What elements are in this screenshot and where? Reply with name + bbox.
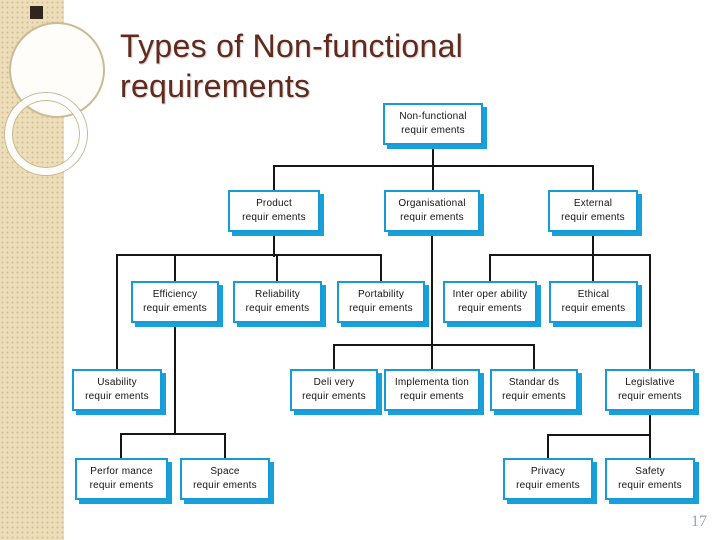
connector-line <box>489 254 651 256</box>
node-label-line: requir ements <box>502 391 566 402</box>
node-label-line: Legislative <box>625 377 675 388</box>
connector-line <box>120 433 226 435</box>
node-space: Space requir ements <box>180 458 270 500</box>
node-label-line: requir ements <box>516 480 580 491</box>
connector-line <box>547 434 651 436</box>
node-label-line: requir ements <box>400 391 464 402</box>
node-label-line: Portability <box>357 289 405 300</box>
connector-line <box>533 344 535 369</box>
node-label-line: Inter oper ability <box>452 289 528 300</box>
node-label-line: requir ements <box>302 391 366 402</box>
connector-line <box>592 232 594 256</box>
node-label-line: Standar ds <box>508 377 560 388</box>
node-label-line: Privacy <box>530 466 566 477</box>
slide-title-line-1: Types of Non-functional <box>120 28 464 64</box>
connector-line <box>333 344 535 346</box>
node-portability: Portability requir ements <box>337 281 425 323</box>
node-reliability: Reliability requir ements <box>233 281 322 323</box>
connector-line <box>547 434 549 458</box>
node-safety: Safety requir ements <box>605 458 695 500</box>
node-label-line: requir ements <box>193 480 257 491</box>
node-product: Product requir ements <box>228 190 320 232</box>
node-label-line: Non-functional <box>399 111 467 122</box>
node-label-line: requir ements <box>561 303 626 314</box>
node-label-line: requir ements <box>618 391 682 402</box>
connector-line <box>224 433 226 458</box>
connector-line <box>380 254 382 281</box>
connector-line <box>116 254 382 256</box>
connector-line <box>649 434 651 458</box>
connector-line <box>432 145 434 168</box>
connector-line <box>273 165 275 190</box>
connector-line <box>649 254 651 369</box>
node-usability: Usability requir ements <box>72 369 162 411</box>
node-label-line: requir ements <box>401 125 465 136</box>
node-label-line: Implementa tion <box>394 377 470 388</box>
node-label-line: requir ements <box>618 480 682 491</box>
node-label-line: Perfor mance <box>90 466 153 477</box>
node-label-line: Deli very <box>313 377 355 388</box>
node-label-line: requir ements <box>89 480 154 491</box>
node-legislative: Legislative requir ements <box>605 369 695 411</box>
slide-title-line-2: requirements <box>120 68 311 104</box>
node-label-line: requir ements <box>458 303 522 314</box>
node-label-line: requir ements <box>245 303 310 314</box>
node-label-line: requir ements <box>85 391 149 402</box>
connector-line <box>432 165 434 190</box>
connector-line <box>649 411 651 436</box>
node-label-line: requir ements <box>242 212 306 223</box>
node-label-line: requir ements <box>400 212 464 223</box>
connector-line <box>276 254 278 281</box>
node-nonfunctional: Non-functional requir ements <box>383 103 483 145</box>
node-label-line: Product <box>256 198 292 209</box>
connector-line <box>116 254 118 369</box>
node-standards: Standar ds requir ements <box>490 369 578 411</box>
connector-line <box>273 232 275 257</box>
node-label-line: Safety <box>635 466 665 477</box>
node-label-line: requir ements <box>561 212 625 223</box>
connector-line <box>174 323 176 435</box>
node-privacy: Privacy requir ements <box>503 458 593 500</box>
node-label-line: requir ements <box>143 303 207 314</box>
node-label-line: Efficiency <box>152 289 198 300</box>
slide-title: Types of Non-functional requirements <box>120 26 600 106</box>
page-number: 17 <box>691 513 707 530</box>
decorative-corner-square <box>30 6 43 19</box>
node-ethical: Ethical requir ements <box>549 281 638 323</box>
node-organisational: Organisational requir ements <box>384 190 480 232</box>
connector-line <box>431 232 433 346</box>
node-efficiency: Efficiency requir ements <box>131 281 219 323</box>
connector-line <box>489 254 491 281</box>
node-label-line: requir ements <box>349 303 413 314</box>
decorative-circle-small <box>5 93 87 175</box>
node-label-line: External <box>573 198 613 209</box>
node-label-line: Usability <box>97 377 137 388</box>
node-label-line: Reliability <box>255 289 300 300</box>
node-label-line: Ethical <box>577 289 610 300</box>
node-performance: Perfor mance requir ements <box>75 458 168 500</box>
node-label-line: Space <box>210 466 240 477</box>
node-delivery: Deli very requir ements <box>290 369 378 411</box>
node-external: External requir ements <box>548 190 638 232</box>
connector-line <box>120 433 122 458</box>
connector-line <box>592 165 594 190</box>
node-interoperability: Inter oper ability requir ements <box>443 281 537 323</box>
connector-line <box>333 344 335 369</box>
connector-line <box>174 254 176 281</box>
node-implementation: Implementa tion requir ements <box>384 369 480 411</box>
connector-line <box>592 254 594 281</box>
connector-line <box>431 344 433 369</box>
node-label-line: Organisational <box>398 198 466 209</box>
